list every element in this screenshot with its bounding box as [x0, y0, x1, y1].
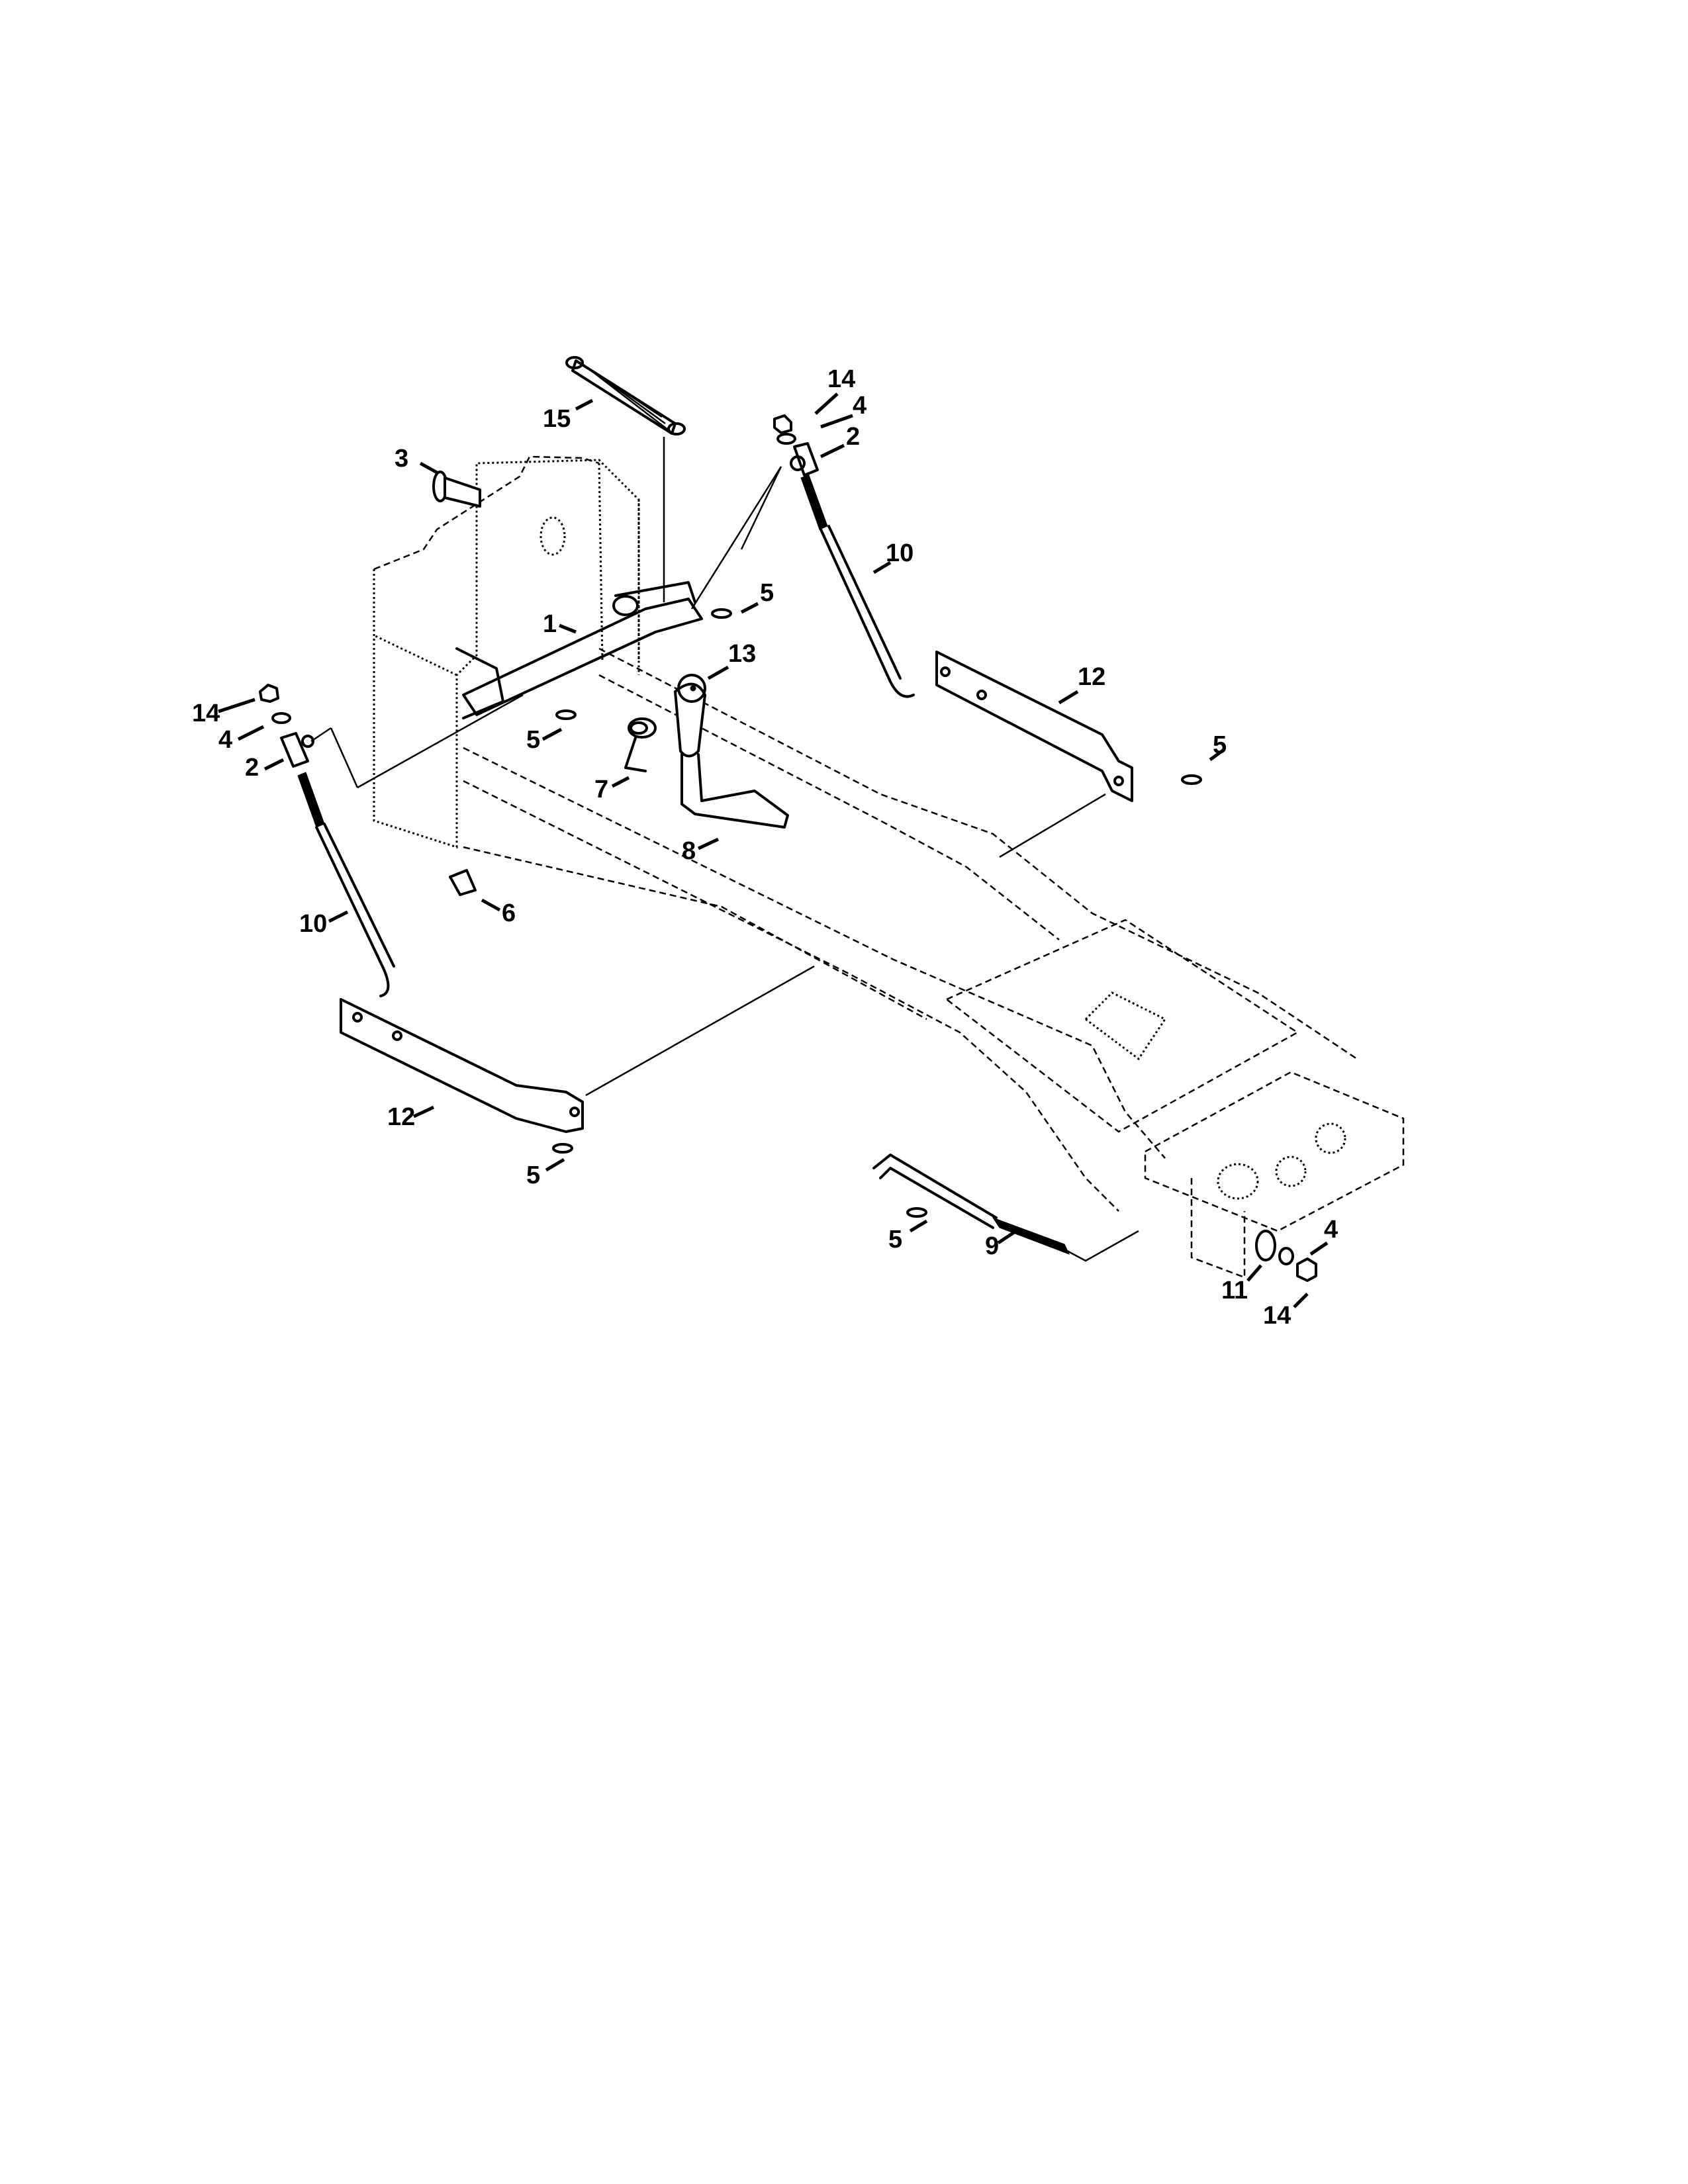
right-bar-leader	[999, 793, 1106, 858]
hairpin-clips	[552, 608, 1202, 1218]
hex-nut-left	[259, 684, 279, 703]
shoulder-bolt	[432, 471, 481, 508]
callout-12-right: 12	[1078, 663, 1105, 691]
left-bar-leader	[585, 965, 815, 1097]
callout-7: 7	[594, 776, 608, 803]
lift-bar-right	[935, 651, 1133, 802]
callout-14-rear: 14	[1263, 1302, 1291, 1330]
washer-rear	[1278, 1247, 1294, 1265]
washer-left	[271, 712, 291, 724]
washer-right	[776, 433, 796, 445]
callout-1: 1	[543, 610, 557, 638]
left-link-leader-2	[330, 727, 359, 788]
retainer-clip	[449, 869, 477, 896]
tractor-frame	[373, 455, 1405, 1279]
callout-4-upper-right: 4	[853, 392, 867, 420]
flat-washer	[1255, 1230, 1276, 1261]
lift-handle	[680, 753, 789, 829]
callout-15: 15	[543, 405, 571, 433]
torsion-spring	[624, 717, 657, 772]
front-pivot-rod	[872, 1154, 1139, 1262]
swivel-block-left	[280, 732, 314, 768]
callout-2-upper-right: 2	[846, 423, 860, 451]
callout-10-left: 10	[299, 910, 327, 938]
lift-link-rod-left	[297, 772, 395, 997]
callout-leaders	[218, 392, 1329, 1308]
callout-13: 13	[728, 640, 756, 668]
shaft-link-leader-2	[740, 466, 782, 550]
callout-10-right: 10	[886, 539, 914, 567]
swivel-block-right	[790, 442, 819, 477]
callout-3: 3	[395, 445, 408, 473]
hex-nut-rear	[1296, 1257, 1317, 1282]
callout-4-left: 4	[218, 726, 232, 754]
callout-12-left: 12	[387, 1103, 415, 1131]
left-link-leader-3	[357, 694, 524, 789]
callout-5-middle: 5	[526, 726, 540, 754]
callout-11: 11	[1221, 1277, 1248, 1304]
lift-link-rod-right	[800, 475, 915, 698]
callout-14-upper-right: 14	[827, 365, 855, 393]
lift-handle-grip	[674, 674, 706, 758]
callout-14-left: 14	[192, 700, 220, 727]
extension-spring	[565, 356, 686, 435]
callout-4-rear: 4	[1324, 1216, 1338, 1244]
callout-9: 9	[985, 1232, 999, 1260]
lift-bar-left	[340, 998, 584, 1133]
shaft-link-leader	[690, 466, 782, 610]
callout-5-shaft: 5	[760, 579, 774, 607]
hex-nut-right	[773, 414, 792, 434]
left-link-leader-1	[310, 727, 332, 743]
callout-8: 8	[682, 837, 696, 865]
callout-2-left: 2	[245, 754, 259, 782]
callout-5-pivot-rod: 5	[888, 1226, 902, 1253]
lift-shaft	[455, 581, 703, 719]
callout-6: 6	[502, 899, 516, 927]
callout-5-right-bar: 5	[1213, 731, 1227, 759]
callout-labels: 15 14 4 2 3 10 1 5 13 12 14 4 2 5 5 7 8 …	[192, 365, 1338, 1330]
callout-5-left-bar: 5	[526, 1161, 540, 1189]
